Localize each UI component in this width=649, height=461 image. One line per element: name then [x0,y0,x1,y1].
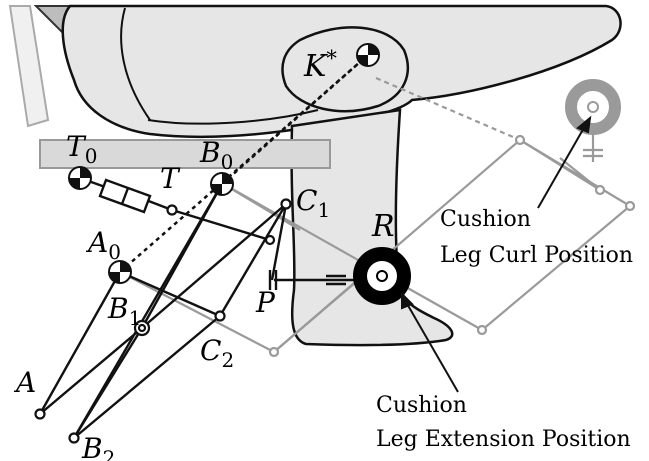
label-c1: C1 [296,184,330,222]
joints [34,198,292,444]
label-t: T [160,162,181,195]
pivot-k [356,43,380,67]
joint-c2 [214,310,226,322]
joint-c1 [280,198,292,210]
shin [290,108,454,347]
pivot-t0 [68,166,92,190]
dashed-reference-lines [119,54,369,273]
pivot-b0 [210,172,234,196]
label-b2: B2 [81,432,115,461]
curl-label-line2: Leg Curl Position [440,243,633,268]
seat-back [8,5,50,128]
label-c2: C2 [200,334,234,372]
annotation-arrows [401,115,592,393]
annotations: Cushion Leg Curl Position Cushion Leg Ex… [376,207,633,452]
thigh-contour [120,7,151,121]
label-a: A [13,366,36,399]
knee [281,26,409,113]
label-b0: B0 [199,136,233,174]
point-labels: K* T0 T B0 C1 A0 B1 R P C2 A B2 [13,47,395,461]
joint-b2 [68,432,80,444]
fixed-pivots [68,43,380,284]
pivot-a0 [108,260,132,284]
label-b1: B1 [107,292,141,330]
p-mount [268,270,346,290]
label-a0: A0 [85,226,121,264]
main-linkage [38,176,358,439]
label-t0: T0 [66,130,97,168]
curl-label-line1: Cushion [440,207,531,232]
label-p: P [255,286,276,319]
body-silhouette [8,4,622,347]
label-r: R [371,209,395,244]
joint-b1-inner [137,323,147,333]
label-k: K* [303,47,337,85]
seat-bar [39,139,331,169]
ext-label-line2: Leg Extension Position [376,427,631,452]
joint-lower-pivot [264,234,276,246]
joint-t [166,204,178,216]
actuator [98,178,152,214]
curl-position-linkage [119,76,636,358]
ext-label-line1: Cushion [376,393,467,418]
joint-a [34,408,46,420]
